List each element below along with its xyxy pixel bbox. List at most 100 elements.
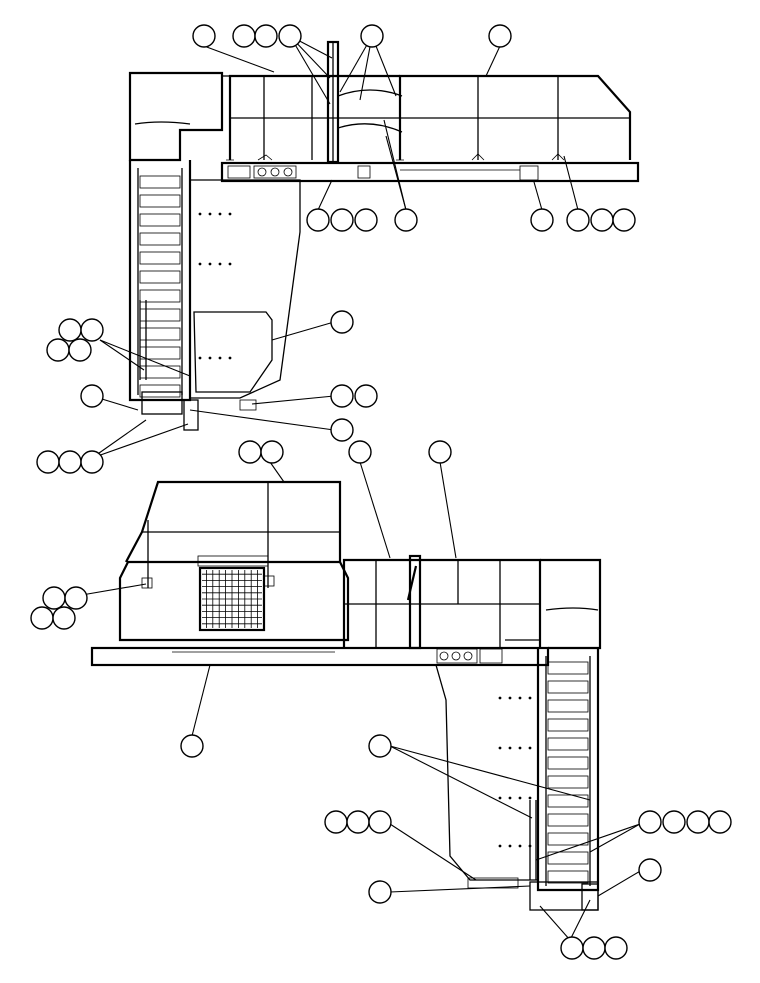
lower-engine-handrail [125,480,342,563]
stair-tread [547,737,589,751]
callout-bubble [662,810,686,834]
rivet [218,262,222,266]
stair-tread [547,756,589,770]
rivet [208,212,212,216]
callout-bubble [368,810,392,834]
callout-bubble [612,208,636,232]
callout-bubble [52,606,76,630]
rivet [218,212,222,216]
rivet [498,746,502,750]
stair-tread [547,680,589,694]
upper-view [128,40,640,431]
rivet [518,796,522,800]
callout-bubbles [30,24,732,960]
stair-tread [139,289,181,303]
callout-bubble [254,24,278,48]
stair-tread [547,832,589,846]
callout-bubble [354,384,378,408]
lower-control-box [479,648,503,664]
callout-bubble [42,586,66,610]
upper-gate-arc [337,89,403,97]
rivet [508,844,512,848]
callout-bubble [346,810,370,834]
stair-tread [547,870,589,884]
callout-bubble [278,24,302,48]
rivet [198,262,202,266]
stair-tread [139,194,181,208]
rivet [228,262,232,266]
stair-tread [547,718,589,732]
stair-tread [547,851,589,865]
callout-bubble [638,858,662,882]
upper-housing [190,179,301,399]
callout-bubble [330,208,354,232]
callout-bubble [360,24,384,48]
callout-bubble [488,24,512,48]
stair-tread [139,213,181,227]
callout-bubble [58,318,82,342]
rivet [218,356,222,360]
rivet [498,796,502,800]
callout-bubble [348,440,372,464]
stair-tread [139,232,181,246]
lower-deck-beam [90,646,550,667]
callout-leaders [75,35,643,941]
lower-stairway [529,648,600,911]
rivet [198,212,202,216]
callout-bubble [324,810,348,834]
callout-bubble [566,208,590,232]
rivet [228,212,232,216]
rivet [208,262,212,266]
radiator-grille [198,566,266,632]
callout-bubble [368,734,392,758]
upper-cab-frame [128,71,224,162]
callout-bubble [590,208,614,232]
lower-handrail [342,558,542,648]
rivet [508,696,512,700]
stair-tread [139,384,181,398]
callout-bubble [80,318,104,342]
callout-bubble [36,450,60,474]
callout-bubble [354,208,378,232]
rivet [228,356,232,360]
rivet [508,746,512,750]
rivet [518,696,522,700]
callout-bubble [330,384,354,408]
rivet [528,746,532,750]
callout-bubble [232,24,256,48]
callout-bubble [192,24,216,48]
callout-bubble [238,440,262,464]
upper-deck-beam [220,161,640,183]
stair-tread [547,813,589,827]
callout-bubble [64,586,88,610]
callout-bubble [306,208,330,232]
callout-bubble [582,936,606,960]
callout-bubble [604,936,628,960]
lower-view [90,480,602,911]
stair-tread [139,175,181,189]
callout-bubble [58,450,82,474]
callout-bubble [368,880,392,904]
lower-cab-frame [540,558,602,650]
rivet [518,746,522,750]
upper-handrail-right [398,74,632,160]
upper-stairway [128,160,199,431]
rivet [528,796,532,800]
upper-control-box [227,165,251,179]
callout-bubble [30,606,54,630]
callout-bubble [560,936,584,960]
rivet [498,844,502,848]
upper-handrail-left [222,74,400,160]
upper-gauge-panel [253,165,297,179]
callout-bubble [68,338,92,362]
callout-bubble [530,208,554,232]
lower-light-post [408,554,422,650]
rivet [198,356,202,360]
callout-bubble [686,810,710,834]
rivet [498,696,502,700]
callout-bubble [428,440,452,464]
lower-engine-housing [118,560,350,642]
callout-bubble [80,450,104,474]
